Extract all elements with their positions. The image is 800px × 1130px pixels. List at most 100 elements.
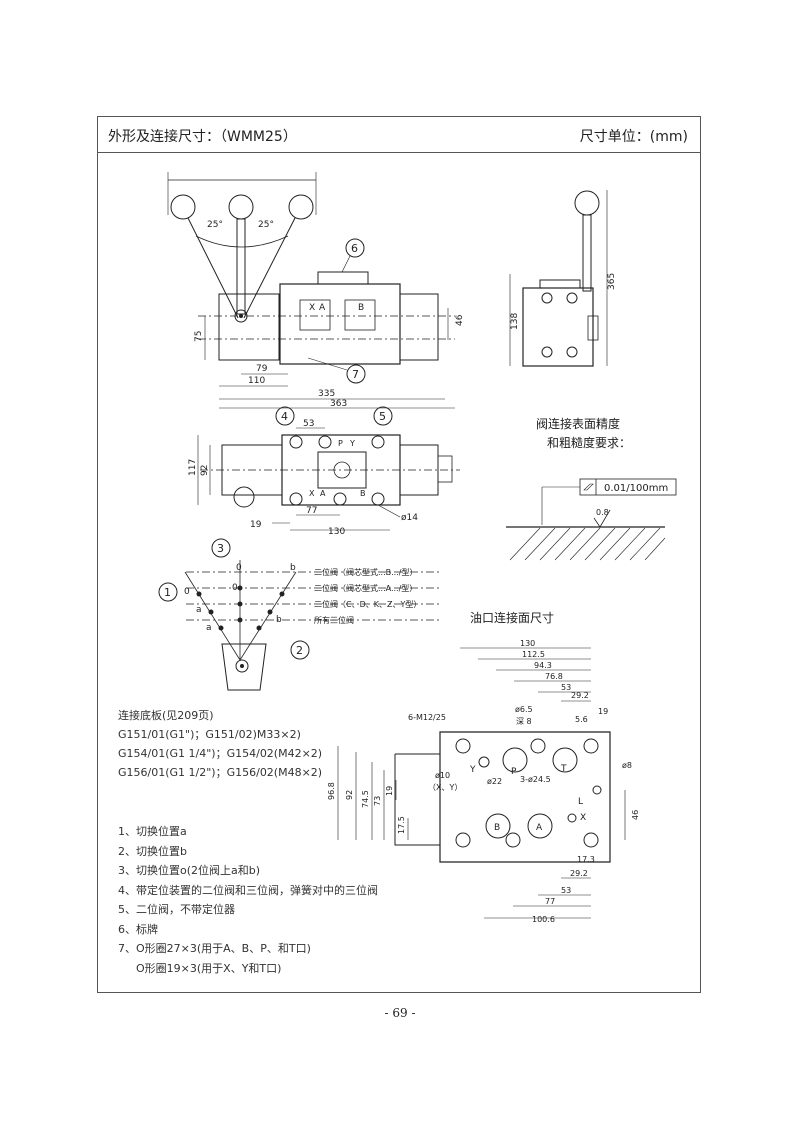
callout-3: 3 (217, 542, 224, 555)
header-bar: 外形及连接尺寸：（WMM25） 尺寸单位：(mm) (98, 117, 700, 153)
dim-79: 79 (256, 364, 268, 374)
legend-item: 5、二位阀，不带定位器 (118, 903, 235, 916)
dim-75: 75 (194, 331, 204, 342)
base-plate-row: G154/01(G1 1/4")；G154/02(M42×2) (118, 747, 323, 760)
legend-item: 1、切换位置a (118, 825, 187, 838)
pf-d292b: 29.2 (570, 869, 588, 878)
dim-117: 117 (188, 459, 198, 476)
surface-heading-2: 和粗糙度要求： (547, 435, 631, 450)
callout-1: 1 (164, 586, 171, 599)
pf-port-b: B (494, 823, 500, 833)
top-port-b: B (360, 489, 366, 498)
pf-dim-53: 53 (561, 683, 571, 692)
dim-130: 130 (328, 527, 345, 537)
pf-dim-1125: 112.5 (522, 650, 545, 659)
pos-o-3: 0 (232, 583, 238, 593)
pf-xy: （X、Y） (428, 783, 462, 792)
legend-item: 4、带定位装置的二位阀和三位阀，弹簧对中的三位阀 (118, 883, 378, 897)
pf-d53b: 53 (561, 886, 571, 895)
technical-drawing: 25° 25° X A B 75 79 110 335 363 46 6 7 (158, 172, 677, 924)
dim-77: 77 (306, 506, 317, 516)
pf-d745: 74.5 (361, 790, 370, 808)
dim-365: 365 (607, 273, 617, 290)
pf-d19v: 19 (385, 786, 394, 796)
port-face: 油口连接面尺寸 130 112.5 94.3 76.8 53 29.2 19 5… (327, 610, 640, 924)
dim-hole-14: ø14 (401, 513, 418, 523)
positions-diagram: 3 1 2 0 b 0 0 a b a 二位阀（阀芯型式...B.../型） 二… (158, 538, 440, 691)
pf-dim-56: 5.6 (575, 715, 588, 724)
legend-item: 6、标牌 (118, 922, 158, 936)
base-plate-row: G156/01(G1 1/2")；G156/02(M48×2) (118, 766, 323, 779)
pos-o-2: 0 (184, 587, 190, 597)
surface-heading-1: 阀连接表面精度 (536, 416, 620, 431)
legend-item: 2、切换位置b (118, 844, 187, 858)
callout-6: 6 (351, 242, 358, 255)
pf-dim-292: 29.2 (571, 691, 589, 700)
callout-5: 5 (379, 410, 386, 423)
dim-138: 138 (510, 313, 520, 330)
pf-port-t: T (560, 764, 567, 774)
pf-d1006: 100.6 (532, 915, 555, 924)
pf-port-p: P (511, 767, 517, 777)
angle-left-label: 25° (207, 220, 223, 230)
drawing-frame: 外形及连接尺寸：（WMM25） 尺寸单位：(mm) (97, 116, 701, 993)
pos-a-1: a (196, 605, 202, 615)
top-port-x: X (309, 489, 315, 498)
pf-port-a: A (536, 823, 543, 833)
base-plate-row: G151/01(G1")；G151/02)M33×2) (118, 728, 301, 741)
pf-port-l: L (578, 797, 583, 807)
pos-b-2: b (276, 615, 282, 625)
callout-2: 2 (296, 644, 303, 657)
pf-deep: 深 8 (516, 717, 532, 726)
base-plate-section: 连接底板(见209页) G151/01(G1")；G151/02)M33×2) … (118, 706, 322, 782)
unit-label: 尺寸单位：(mm) (579, 129, 688, 145)
pos-label-4: 所有三位阀 (314, 615, 354, 625)
pf-d22: ø22 (487, 777, 502, 786)
front-port-b: B (358, 303, 364, 313)
legend-item: 7、O形圈27×3(用于A、B、P、和T口) (118, 942, 311, 955)
pf-d173: 17.3 (577, 855, 595, 864)
top-port-a: A (320, 489, 326, 498)
callout-4: 4 (281, 410, 288, 423)
flatness-value: 0.01/100mm (604, 483, 668, 494)
pos-o-1: 0 (236, 563, 242, 573)
pf-dim-130: 130 (520, 639, 535, 648)
pf-d92: 92 (345, 790, 354, 800)
dim-19: 19 (250, 520, 262, 530)
legend-list: 1、切换位置a 2、切换位置b 3、切换位置o(2位阀上a和b) 4、带定位装置… (118, 822, 378, 978)
pos-a-2: a (206, 623, 212, 633)
front-port-x: X (309, 303, 315, 313)
pf-d46: 46 (631, 810, 640, 820)
dim-110: 110 (248, 376, 265, 386)
dim-335: 335 (318, 389, 335, 399)
top-view: 4 5 X A B P Y 117 92 53 19 77 130 ø14 (188, 406, 460, 537)
pos-label-2: 二位阀（阀芯型式...A.../型） (314, 583, 417, 593)
dim-46: 46 (455, 314, 465, 326)
pf-dim-768: 76.8 (545, 672, 563, 681)
pf-d968: 96.8 (327, 782, 336, 800)
roughness-value: 0.8 (596, 508, 609, 517)
pf-port-x: X (580, 813, 586, 823)
dim-92: 92 (200, 465, 210, 476)
front-port-a: A (319, 303, 326, 313)
pf-d175: 17.5 (397, 816, 406, 834)
top-port-p: P (338, 439, 343, 448)
legend-item: O形圈19×3(用于X、Y和T口) (136, 961, 282, 975)
pos-b-1: b (290, 563, 296, 573)
callout-7: 7 (352, 368, 359, 381)
port-face-heading: 油口连接面尺寸 (470, 610, 554, 625)
pf-port-y: Y (469, 765, 476, 775)
pf-d73: 73 (373, 796, 382, 806)
pf-dim-943: 94.3 (534, 661, 552, 670)
pf-d10: ø10 (435, 771, 450, 780)
page-number: - 69 - (384, 1006, 416, 1020)
dim-363: 363 (330, 399, 347, 409)
dim-53: 53 (303, 419, 314, 429)
pos-label-1: 二位阀（阀芯型式...B.../型） (314, 567, 417, 577)
pos-label-3: 二位阀（C、D、K、Z、Y型） (314, 599, 421, 609)
side-view: 138 365 (509, 190, 617, 367)
angle-right-label: 25° (258, 220, 274, 230)
surface-spec: 阀连接表面精度 和粗糙度要求： 0.01/100mm 0.8 (506, 416, 677, 561)
pf-d77: 77 (545, 897, 555, 906)
pf-d8: ø8 (622, 761, 632, 770)
